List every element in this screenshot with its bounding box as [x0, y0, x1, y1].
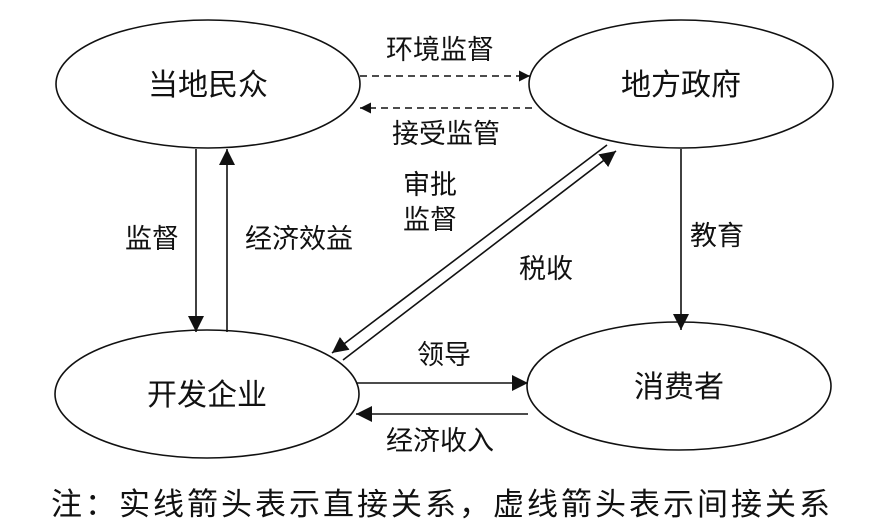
node-developer-label: 开发企业 [147, 378, 267, 413]
node-local-government-label: 地方政府 [621, 68, 741, 103]
edge-tax-label: 税收 [519, 254, 573, 285]
edge-economic-benefit-label: 经济效益 [245, 224, 353, 255]
edge-approval-label-line2: 监督 [403, 205, 457, 236]
node-local-government: 地方政府 [528, 19, 834, 149]
edge-approval-label-line1: 审批 [403, 170, 457, 201]
edge-env-supervision-label: 环境监督 [386, 35, 494, 66]
edge-leadership-label: 领导 [417, 340, 471, 371]
node-local-public-label: 当地民众 [148, 68, 268, 103]
diagram-note: 注：实线箭头表示直接关系，虚线箭头表示间接关系 [51, 487, 833, 523]
node-local-public: 当地民众 [55, 19, 361, 149]
node-developer: 开发企业 [54, 329, 360, 459]
edge-education-label: 教育 [690, 221, 744, 252]
edge-tax-arrow [342, 150, 617, 361]
node-consumer-label: 消费者 [634, 370, 724, 405]
edge-economic-income-label: 经济收入 [386, 426, 494, 457]
node-consumer: 消费者 [526, 321, 832, 451]
edge-accept-regulation-label: 接受监管 [392, 119, 500, 150]
edge-supervision-label: 监督 [125, 224, 179, 255]
edge-approval-arrow [331, 144, 608, 354]
